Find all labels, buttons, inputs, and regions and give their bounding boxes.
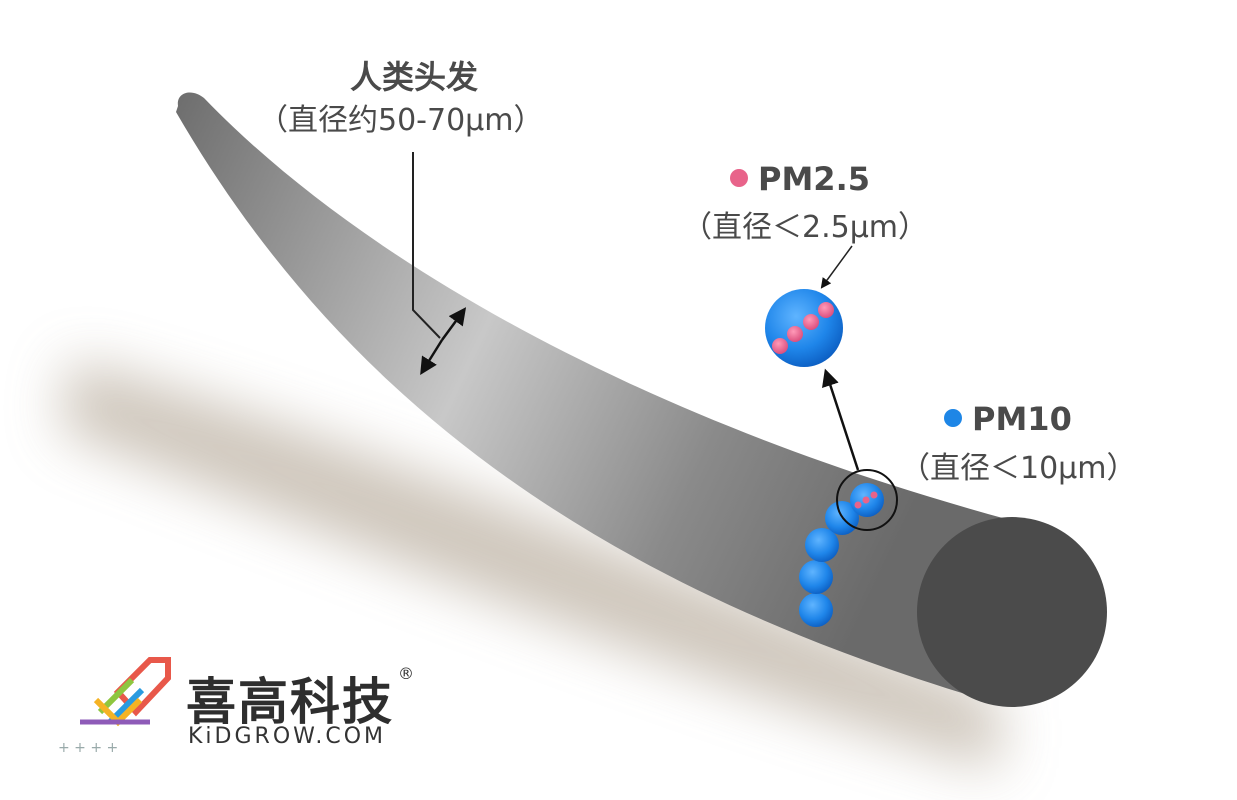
- zoom-circle: [836, 469, 898, 531]
- pm10-particle: [805, 528, 839, 562]
- pm10-legend: PM10: [944, 400, 1072, 438]
- pm10-particle-chain: [799, 483, 884, 627]
- pm10-diameter-label: （直径＜10μm）: [900, 451, 1137, 486]
- pm25-dot-icon: [730, 169, 748, 187]
- pm25-particle: [787, 326, 803, 342]
- brand-logo-icon: + + + +: [58, 657, 171, 756]
- pm25-pointer: [820, 245, 853, 289]
- pm25-title: PM2.5: [758, 160, 870, 198]
- pm10-particle: [799, 560, 833, 594]
- hair-diameter-label: （直径约50-70μm）: [258, 103, 544, 138]
- hair-diameter-arrow-back: [420, 339, 444, 375]
- pm10-dot-icon: [944, 409, 962, 427]
- hair-diameter-arrow: [440, 307, 467, 341]
- hair-shadow: [60, 360, 1000, 770]
- registered-mark: ®: [398, 664, 414, 683]
- hair-strand: [176, 92, 1010, 707]
- hair-title: 人类头发: [350, 58, 479, 96]
- pm10-title: PM10: [972, 400, 1072, 438]
- pm10-magnified-particle: [765, 289, 843, 367]
- pm25-particle: [803, 314, 819, 330]
- brand-url: KiDGROW.COM: [188, 724, 387, 749]
- hair-leader-line: [412, 152, 441, 339]
- pm25-magnified-chain: [772, 302, 834, 354]
- pm25-diameter-label: （直径＜2.5μm）: [682, 210, 929, 245]
- pm25-particle: [862, 496, 870, 504]
- hair-cross-section: [917, 517, 1107, 707]
- pm25-particle: [870, 491, 878, 499]
- pm10-particle: [799, 593, 833, 627]
- brand-name: 喜高科技: [186, 673, 394, 731]
- zoom-arrow: [822, 368, 860, 471]
- pm25-particle: [854, 501, 862, 509]
- svg-text:+ + + +: + + + +: [58, 740, 118, 756]
- pm25-legend: PM2.5: [730, 160, 870, 198]
- pm25-particle: [772, 338, 788, 354]
- pm25-particle: [818, 302, 834, 318]
